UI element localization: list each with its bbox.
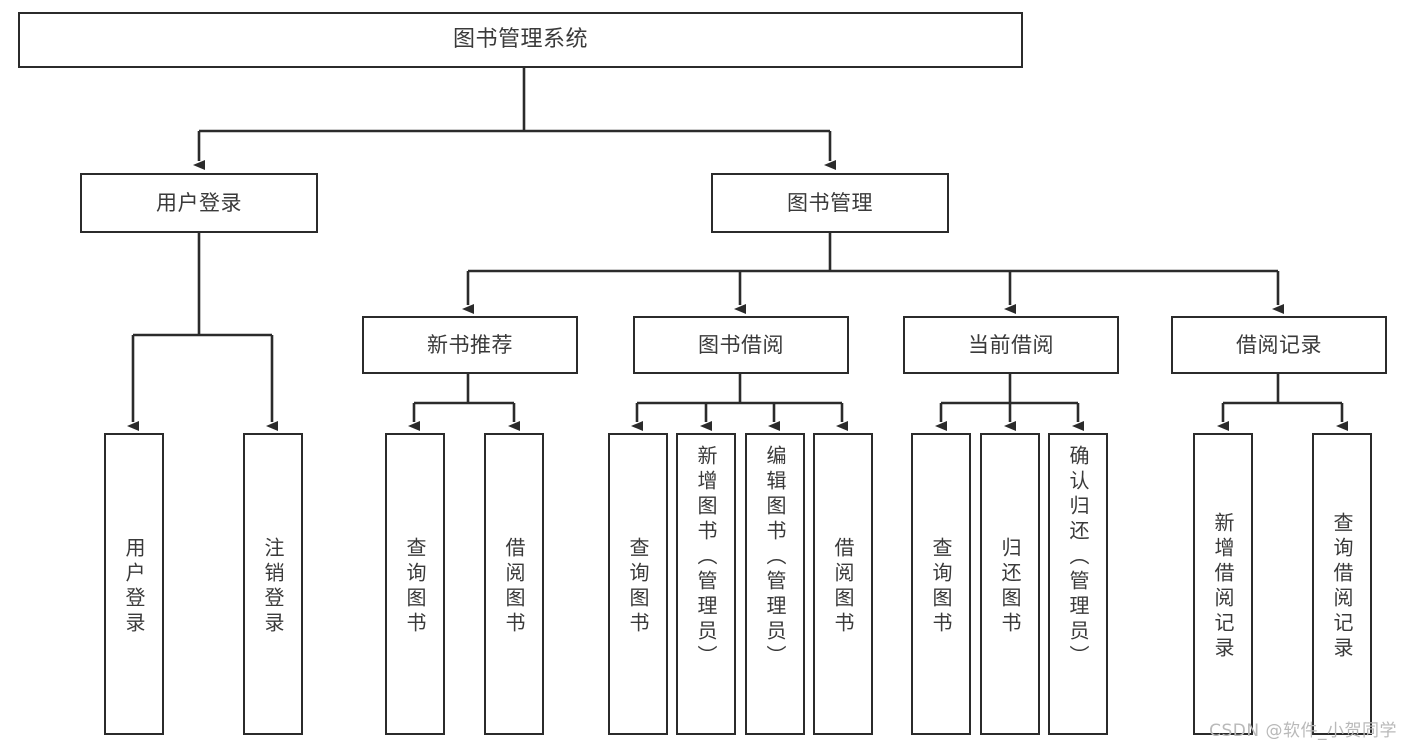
node-book-manage-label: 图书管理 xyxy=(787,190,873,215)
leaf-inner: 借阅图书 xyxy=(815,441,871,733)
node-leaf-edit-book[interactable]: 编辑图书（管理员） xyxy=(745,433,805,735)
node-leaf-return-book[interactable]: 归还图书 xyxy=(980,433,1040,735)
leaf-inner: 查询图书 xyxy=(913,441,969,733)
node-leaf-query-book-3-label: 查询图书 xyxy=(929,537,953,637)
node-root[interactable]: 图书管理系统 xyxy=(18,12,1023,68)
node-leaf-query-record-label: 查询借阅记录 xyxy=(1330,512,1354,662)
leaf-inner: 查询图书 xyxy=(387,441,443,733)
node-leaf-borrow-book-2-label: 借阅图书 xyxy=(831,537,855,637)
leaf-inner: 用户登录 xyxy=(106,441,162,733)
node-leaf-query-book-1[interactable]: 查询图书 xyxy=(385,433,445,735)
node-new-book-rec-label: 新书推荐 xyxy=(427,332,513,357)
node-leaf-logout[interactable]: 注销登录 xyxy=(243,433,303,735)
node-leaf-return-book-label: 归还图书 xyxy=(998,537,1022,637)
node-leaf-query-record[interactable]: 查询借阅记录 xyxy=(1312,433,1372,735)
leaf-inner: 归还图书 xyxy=(982,441,1038,733)
node-leaf-confirm-return[interactable]: 确认归还（管理员） xyxy=(1048,433,1108,735)
leaf-inner: 新增图书（管理员） xyxy=(678,441,734,737)
node-user-login-label: 用户登录 xyxy=(156,190,242,215)
node-leaf-edit-book-label: 编辑图书（管理员） xyxy=(763,445,787,670)
node-leaf-query-book-3[interactable]: 查询图书 xyxy=(911,433,971,735)
node-leaf-add-book[interactable]: 新增图书（管理员） xyxy=(676,433,736,735)
csdn-watermark: CSDN @软件_小贺同学 xyxy=(1209,721,1397,741)
node-borrow-record-label: 借阅记录 xyxy=(1236,332,1322,357)
node-leaf-add-record[interactable]: 新增借阅记录 xyxy=(1193,433,1253,735)
node-leaf-add-book-label: 新增图书（管理员） xyxy=(694,445,718,670)
node-leaf-query-book-2[interactable]: 查询图书 xyxy=(608,433,668,735)
node-leaf-query-book-1-label: 查询图书 xyxy=(403,537,427,637)
node-current-borrow-label: 当前借阅 xyxy=(968,332,1054,357)
node-user-login[interactable]: 用户登录 xyxy=(80,173,318,233)
node-leaf-confirm-return-label: 确认归还（管理员） xyxy=(1066,445,1090,670)
node-leaf-add-record-label: 新增借阅记录 xyxy=(1211,512,1235,662)
node-book-borrow-label: 图书借阅 xyxy=(698,332,784,357)
leaf-inner: 确认归还（管理员） xyxy=(1050,441,1106,737)
leaf-inner: 查询借阅记录 xyxy=(1314,441,1370,733)
leaf-inner: 编辑图书（管理员） xyxy=(747,441,803,737)
node-book-borrow[interactable]: 图书借阅 xyxy=(633,316,849,374)
node-leaf-borrow-book-1-label: 借阅图书 xyxy=(502,537,526,637)
leaf-inner: 查询图书 xyxy=(610,441,666,733)
node-leaf-user-login-label: 用户登录 xyxy=(122,537,146,637)
node-current-borrow[interactable]: 当前借阅 xyxy=(903,316,1119,374)
leaf-inner: 借阅图书 xyxy=(486,441,542,733)
node-leaf-logout-label: 注销登录 xyxy=(261,537,285,637)
leaf-inner: 注销登录 xyxy=(245,441,301,733)
node-leaf-borrow-book-2[interactable]: 借阅图书 xyxy=(813,433,873,735)
leaf-inner: 新增借阅记录 xyxy=(1195,441,1251,733)
node-leaf-query-book-2-label: 查询图书 xyxy=(626,537,650,637)
node-borrow-record[interactable]: 借阅记录 xyxy=(1171,316,1387,374)
node-new-book-rec[interactable]: 新书推荐 xyxy=(362,316,578,374)
node-root-label: 图书管理系统 xyxy=(452,27,588,53)
node-book-manage[interactable]: 图书管理 xyxy=(711,173,949,233)
node-leaf-borrow-book-1[interactable]: 借阅图书 xyxy=(484,433,544,735)
node-leaf-user-login[interactable]: 用户登录 xyxy=(104,433,164,735)
